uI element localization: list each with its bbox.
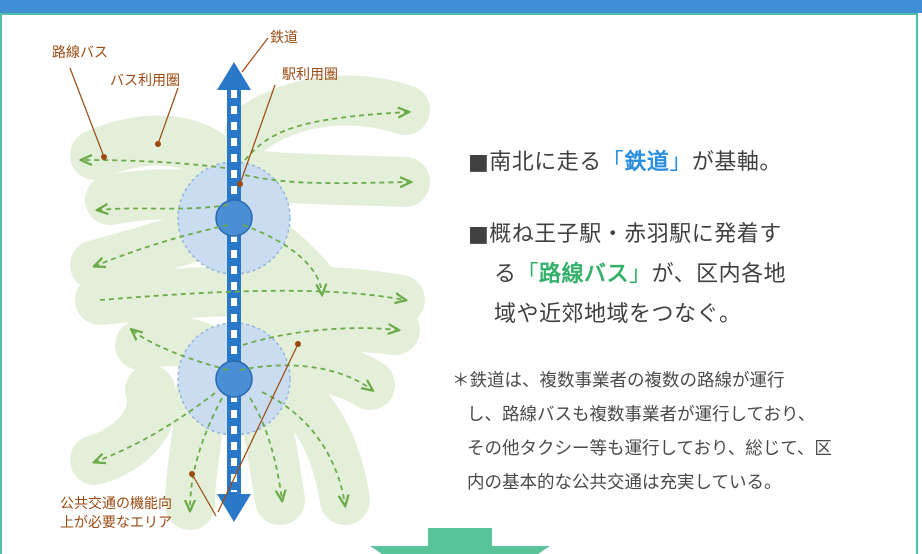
footnote-line2: し、路線バスも複数事業者が運行しており、 xyxy=(467,405,816,425)
bus-area-band xyxy=(75,265,425,325)
statement-bus-line3: 域や近郊地域をつなぐ。 xyxy=(494,302,742,327)
leader-dots xyxy=(101,141,301,477)
railway-label: 鉄道 xyxy=(270,30,298,46)
station-south xyxy=(215,360,253,398)
statement-railway: ■南北に走る「鉄道」が基軸。 xyxy=(468,143,782,183)
bus-route xyxy=(132,330,229,371)
bus-area-band xyxy=(275,375,370,525)
bus-route xyxy=(82,160,226,169)
bus-route xyxy=(99,289,405,300)
header-bar xyxy=(0,0,922,13)
bus-area-band xyxy=(225,75,430,155)
bus-route xyxy=(261,391,345,505)
bus-area-band xyxy=(70,115,245,190)
dot-bus-route xyxy=(101,154,107,160)
dot-station-area xyxy=(237,181,243,187)
leader-bus-area xyxy=(157,87,179,145)
bus-route xyxy=(190,397,223,510)
dot-improve-b xyxy=(189,471,195,477)
bus-route xyxy=(239,364,372,390)
bus-area-label: バス利用圏 xyxy=(110,73,180,89)
bus-keyword: 路線バス xyxy=(539,262,630,287)
station-north xyxy=(215,199,253,237)
open-bracket: 「 xyxy=(601,150,625,175)
bus-route-label: 路線バス xyxy=(52,45,108,61)
close-bracket: 」 xyxy=(669,150,692,175)
leader-lines xyxy=(69,37,299,517)
statement-railway-prefix: ■南北に走る xyxy=(468,150,602,175)
leader-bus-route xyxy=(69,67,105,158)
close-bracket-green: 」 xyxy=(629,262,652,287)
railway-arrow-north xyxy=(217,62,251,90)
bus-route xyxy=(95,224,229,266)
dot-bus-area xyxy=(155,141,161,147)
statement-railway-suffix: が基軸。 xyxy=(691,150,782,175)
railway-arrow-south xyxy=(217,494,251,522)
footnote-line1: ＊鉄道は、複数事業者の複数の路線が運行 xyxy=(452,371,785,391)
railway-keyword: 鉄道 xyxy=(624,150,670,175)
improve-area-label: 公共交通の機能向上が必要なエリア xyxy=(60,496,172,531)
bus-route xyxy=(244,112,408,161)
leader-station-area xyxy=(239,84,276,185)
dot-improve-a xyxy=(295,341,301,347)
continuation-arrow xyxy=(370,528,550,554)
open-bracket-green: 「 xyxy=(516,262,540,287)
statement-bus-pre: る xyxy=(494,262,517,287)
statement-bus: ■概ね王子駅・赤羽駅に発着す る「路線バス」が、区内各地 域や近郊地域をつなぐ。 xyxy=(468,215,888,335)
leader-railway xyxy=(241,37,269,73)
bus-route xyxy=(249,397,282,500)
station-area-label: 駅利用圏 xyxy=(282,67,338,83)
statement-bus-line1: ■概ね王子駅・赤羽駅に発着す xyxy=(468,222,782,247)
bus-area-band xyxy=(70,365,177,485)
leader-improve-a xyxy=(217,343,299,513)
footnote: ＊鉄道は、複数事業者の複数の路線が運行 し、路線バスも複数事業者が運行しており、… xyxy=(452,364,912,500)
statement-bus-post: が、区内各地 xyxy=(651,262,787,287)
arrow-head xyxy=(370,546,550,554)
footnote-line4: 内の基本的な公共交通は充実している。 xyxy=(467,473,782,493)
footnote-line3: その他タクシー等も運行しており、総じて、区 xyxy=(467,439,832,459)
leader-improve-b xyxy=(191,473,217,517)
bus-route xyxy=(242,224,322,294)
bus-route xyxy=(242,328,398,346)
statement-bus-line2: る「路線バス」が、区内各地 xyxy=(468,255,888,295)
bus-route xyxy=(244,174,410,183)
content-frame xyxy=(0,13,918,554)
bus-route xyxy=(98,205,229,210)
bus-routes xyxy=(82,112,410,510)
arrow-shaft xyxy=(428,528,492,546)
